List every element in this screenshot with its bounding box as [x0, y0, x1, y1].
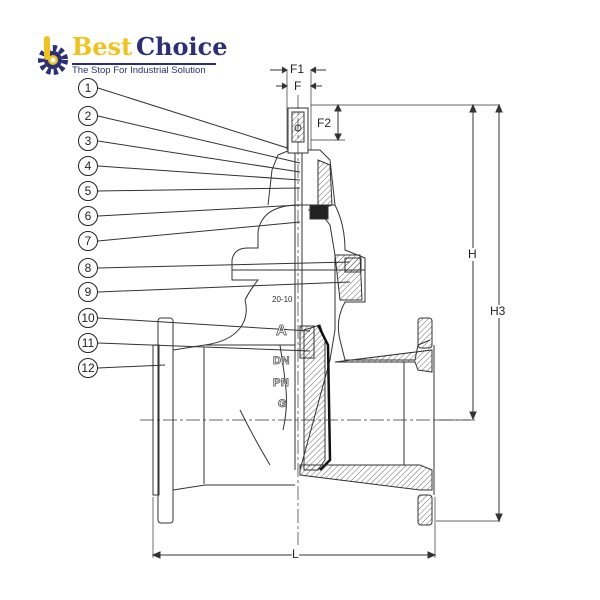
cast-number: 20-10	[272, 295, 293, 304]
dimension-f: F	[294, 79, 302, 93]
body-mark-dn: DN	[273, 355, 290, 368]
gear-b-logo-icon	[38, 36, 68, 75]
dimension-f1: F1	[290, 62, 305, 76]
callout-5: 5	[78, 181, 98, 201]
callout-3: 3	[78, 131, 98, 151]
logo-underline	[72, 63, 216, 65]
logo-tagline: The Stop For Industrial Solution	[72, 65, 206, 76]
callout-8: 8	[78, 258, 98, 278]
logo-word-best: Best	[72, 32, 133, 61]
dimension-l: L	[292, 547, 299, 561]
callout-10: 10	[78, 308, 98, 328]
callout-7: 7	[78, 231, 98, 251]
body-mark-pn: PN	[273, 377, 290, 390]
callout-11: 11	[78, 333, 98, 353]
callout-1: 1	[78, 78, 98, 98]
logo-word-choice: Choice	[136, 32, 228, 61]
dimension-h3: H3	[490, 304, 506, 318]
brand-logo: Best Choice The Stop For Industrial Solu…	[36, 32, 236, 82]
body-mark-g: G	[278, 398, 288, 411]
callout-12: 12	[78, 358, 98, 378]
dimension-h: H	[468, 247, 477, 261]
callout-4: 4	[78, 156, 98, 176]
callout-6: 6	[78, 206, 98, 226]
body-logo-mark: A	[276, 322, 288, 340]
dimension-f2: F2	[317, 116, 332, 130]
callout-2: 2	[78, 106, 98, 126]
callout-9: 9	[78, 282, 98, 302]
